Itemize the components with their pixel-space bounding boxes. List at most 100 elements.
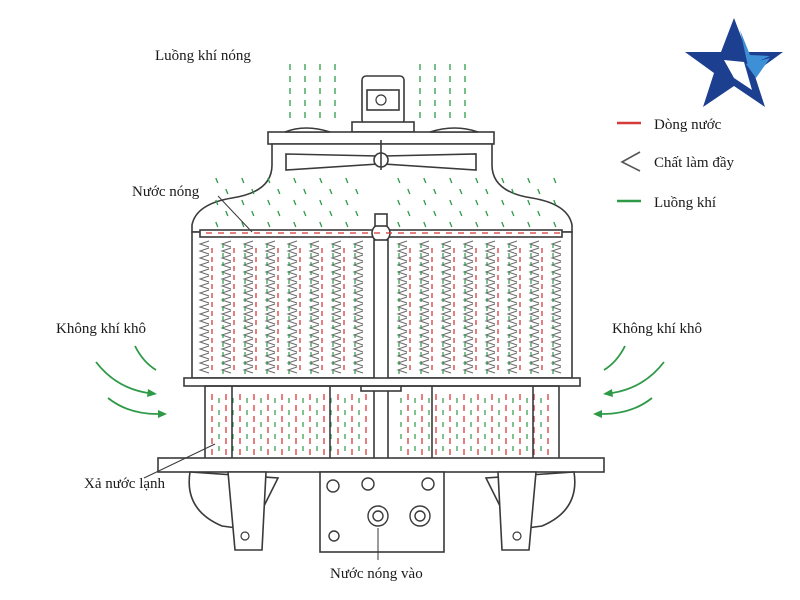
air-dash [423, 199, 427, 206]
fill-chevron [242, 317, 254, 325]
fill-chevron [484, 317, 496, 325]
fill-chevron [396, 352, 408, 360]
fill-chevron [242, 303, 254, 311]
fill-chevron [220, 331, 232, 339]
fill-chevron [462, 296, 474, 304]
fill-chevron [286, 331, 298, 339]
fill-chevron [286, 247, 298, 255]
fill-chevron [550, 282, 562, 290]
fill-chevron [528, 289, 540, 297]
fill-chevron [198, 345, 210, 353]
fill-chevron [396, 296, 408, 304]
fill-chevron [286, 254, 298, 262]
fill-chevron [352, 268, 364, 276]
fill-chevron [528, 282, 540, 290]
fill-chevron [264, 359, 276, 367]
fill-chevron [242, 261, 254, 269]
fill-chevron [264, 303, 276, 311]
fill-chevron [264, 331, 276, 339]
fill-chevron [198, 310, 210, 318]
air-dash [433, 188, 437, 195]
fill-chevron [396, 303, 408, 311]
fill-chevron [418, 247, 430, 255]
air-dash [345, 177, 349, 184]
fill-chevron [308, 289, 320, 297]
fill-chevron [352, 345, 364, 353]
fill-chevron [484, 261, 496, 269]
fill-chevron [396, 268, 408, 276]
fill-chevron [286, 310, 298, 318]
fill-chevron [506, 303, 518, 311]
fill-chevron [352, 296, 364, 304]
fill-chevron [396, 275, 408, 283]
fill-chevron [440, 247, 452, 255]
fill-chevron [264, 296, 276, 304]
fill-chevron [308, 366, 320, 374]
fill-chevron [264, 310, 276, 318]
fill-chevron [352, 352, 364, 360]
fill-chevron [440, 345, 452, 353]
fill-chevron [264, 254, 276, 262]
fill-chevron [220, 247, 232, 255]
air-dash [527, 199, 531, 206]
fill-chevron [396, 247, 408, 255]
fill-chevron [418, 261, 430, 269]
air-dash [319, 199, 323, 206]
fill-chevron [528, 240, 540, 248]
distribution-pipe [199, 213, 563, 243]
fill-chevron [396, 345, 408, 353]
air-dash [355, 210, 359, 217]
fill-chevron [462, 282, 474, 290]
fill-chevron [528, 303, 540, 311]
fill-chevron [198, 254, 210, 262]
air-dash [277, 188, 281, 195]
label-hot-air-flow: Luồng khí nóng [155, 48, 251, 64]
fan-motor [351, 75, 415, 133]
fill-chevron [462, 352, 474, 360]
fill-chevron [308, 254, 320, 262]
fill-chevron [462, 261, 474, 269]
fill-chevron [242, 324, 254, 332]
fill-chevron [418, 324, 430, 332]
fill-chevron [528, 310, 540, 318]
fill-chevron [506, 366, 518, 374]
base-plate [157, 457, 605, 473]
fill-chevron [396, 359, 408, 367]
fill-chevron [352, 331, 364, 339]
fill-chevron [220, 268, 232, 276]
fill-chevron [308, 331, 320, 339]
fill-chevron [528, 317, 540, 325]
air-flow-marks [215, 64, 557, 451]
star-logo [685, 18, 783, 107]
fill-chevron [242, 331, 254, 339]
fill-chevron [462, 317, 474, 325]
fill-chevron [264, 268, 276, 276]
fill-chevron [528, 254, 540, 262]
fill-chevron [418, 254, 430, 262]
fill-chevron [286, 345, 298, 353]
air-dash [241, 199, 245, 206]
air-dash [501, 177, 505, 184]
fill-chevron [286, 338, 298, 346]
air-dash [225, 210, 229, 217]
fill-chevron [462, 268, 474, 276]
fill-chevron [308, 275, 320, 283]
basin-ledge [183, 377, 581, 387]
fill-chevron [440, 317, 452, 325]
fill-chevron [506, 240, 518, 248]
fill-chevron [462, 338, 474, 346]
fill-chevron [418, 275, 430, 283]
fill-chevron [242, 247, 254, 255]
fill-chevron [330, 261, 342, 269]
air-dash [397, 199, 401, 206]
fill-chevron [462, 366, 474, 374]
air-dash [485, 188, 489, 195]
fill-chevron [308, 324, 320, 332]
air-dash [251, 188, 255, 195]
fill-chevron [220, 289, 232, 297]
dry-air-arrows [95, 345, 665, 415]
fill-chevron [264, 345, 276, 353]
fill-chevron [418, 352, 430, 360]
legend-water-label: Dòng nước [654, 117, 722, 133]
air-dash [397, 177, 401, 184]
